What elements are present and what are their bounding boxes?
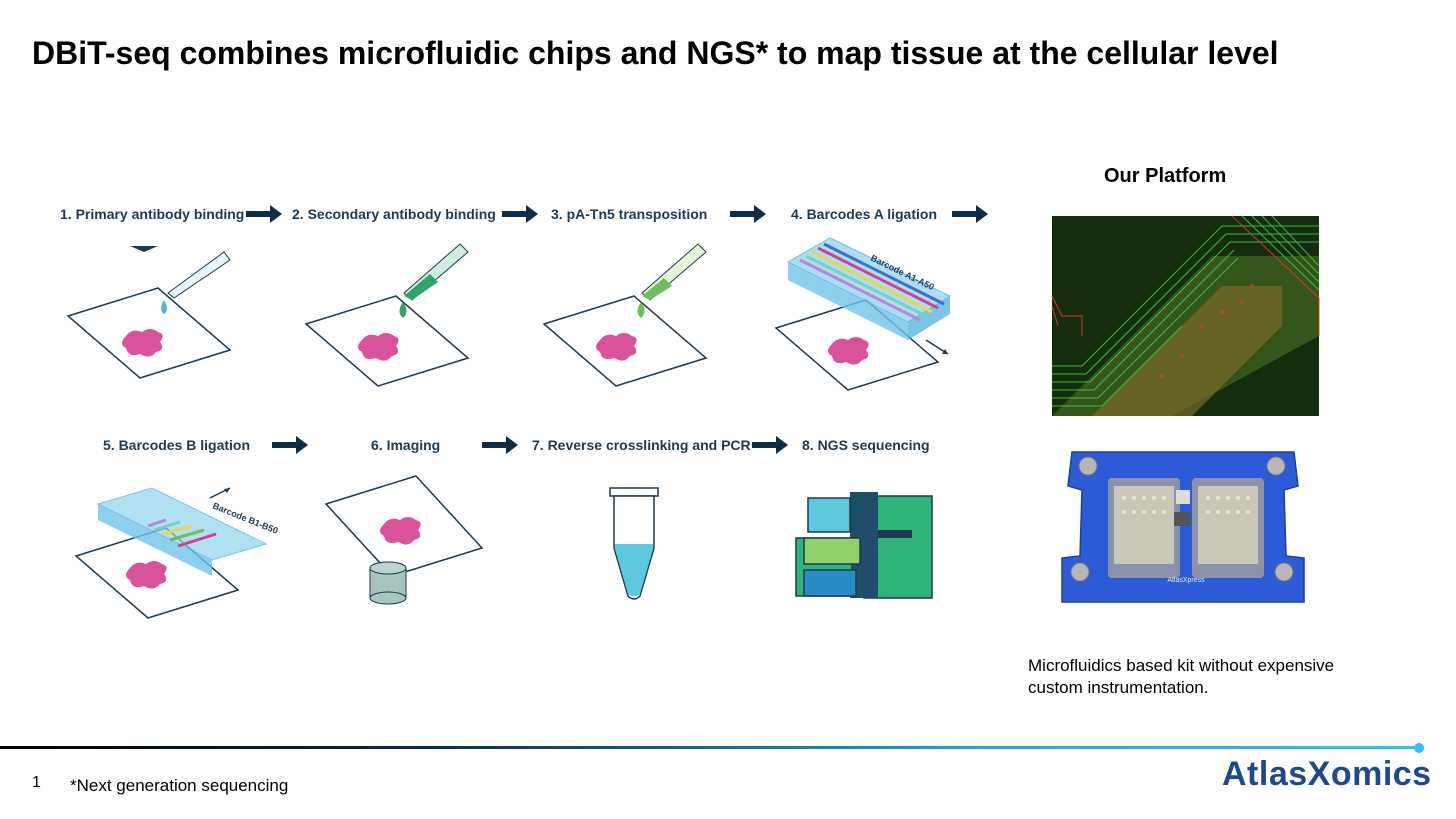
step-4-label: 4. Barcodes A ligation [791,206,937,222]
step-7-label: 7. Reverse crosslinking and PCR [532,437,751,453]
device-label: AtlasXpress [1167,577,1205,584]
arrow-right-icon [502,205,538,223]
platform-caption: Microfluidics based kit without expensiv… [1028,656,1335,697]
logo-text-part2: omics [1330,755,1432,793]
arrow-right-icon [952,205,988,223]
step-5-label: 5. Barcodes B ligation [103,437,251,453]
step-2-label: 2. Secondary antibody binding [292,206,496,222]
imaging-illustration [324,475,484,605]
slide-title: DBiT-seq combines microfluidic chips and… [32,35,1279,71]
primary-antibody-illustration [66,246,232,379]
arrow-right-icon [482,436,518,454]
barcodes-a-illustration: Barcode A1-A50 [774,237,952,391]
logo-text-x: X [1307,755,1331,793]
page-number: 1 [32,774,41,791]
logo-text-part1: Atlas [1222,755,1308,793]
footnote: *Next generation sequencing [70,776,289,795]
arrow-right-icon [730,205,766,223]
tissue-microscopy-image [1051,215,1320,416]
arrow-right-icon [752,436,788,454]
barcodes-b-illustration: Barcode B1-B50 [74,487,279,619]
step-8-label: 8. NGS sequencing [802,437,930,453]
step-1-label: 1. Primary antibody binding [60,206,245,222]
arrow-right-icon [272,436,308,454]
step-6-label: 6. Imaging [371,437,441,453]
microfluidic-device-photo: AtlasXpress [1061,451,1305,603]
arrow-right-icon [246,205,282,223]
step-3-label: 3. pA-Tn5 transposition [551,206,708,222]
secondary-antibody-illustration [304,243,470,387]
transposition-illustration [542,243,708,387]
atlasxomics-logo: AtlasXomics [1222,755,1432,794]
footer-divider [0,746,1424,749]
ngs-sequencer-icon [795,492,933,599]
platform-title: Our Platform [1104,165,1227,187]
pcr-tube-icon [609,487,659,600]
footer-divider-dot [1414,743,1424,753]
